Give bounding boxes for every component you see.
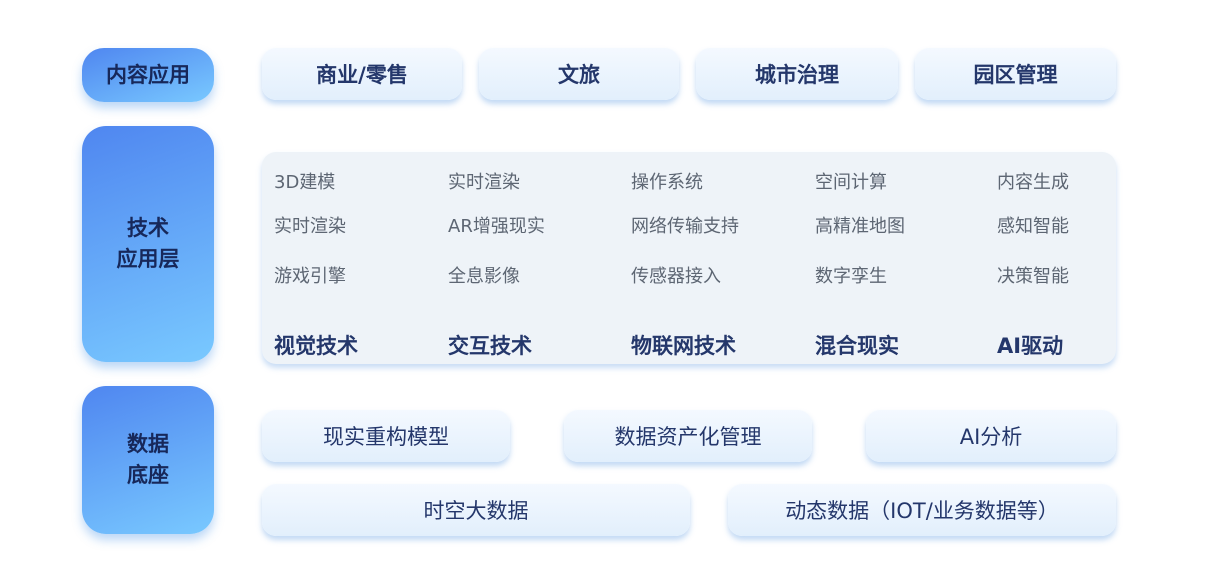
content-layer-label: 内容应用 [82,48,214,102]
content-layer-label-text: 内容应用 [106,62,190,87]
data-item-label: 现实重构模型 [323,425,449,449]
data-item-label: 时空大数据 [423,499,529,523]
data-item-reality-model: 现实重构模型 [262,410,510,462]
tech-panel: 3D建模 实时渲染 游戏引擎 视觉技术 实时渲染 AR增强现实 全息影像 交互技… [262,152,1116,364]
content-item-label: 商业/零售 [316,63,408,87]
content-item-culture-tourism: 文旅 [479,48,679,100]
content-item-label: 园区管理 [973,63,1058,87]
data-item-dynamic: 动态数据（IOT/业务数据等） [728,484,1116,536]
data-layer-label-line1: 数据 [127,432,169,456]
tech-item: 操作系统 [631,172,703,193]
tech-item: 实时渲染 [448,172,520,193]
tech-item: AR增强现实 [448,216,545,237]
tech-item: 3D建模 [274,172,336,193]
data-item-asset-management: 数据资产化管理 [564,410,812,462]
data-item-label: 数据资产化管理 [614,425,762,449]
content-item-city-governance: 城市治理 [696,48,898,100]
tech-column-heading: AI驱动 [997,334,1064,358]
tech-item: 游戏引擎 [274,266,346,287]
tech-layer-label-line2: 应用层 [116,247,180,271]
tech-item: 网络传输支持 [631,216,739,237]
content-item-retail: 商业/零售 [262,48,462,100]
tech-layer-label: 技术 应用层 [82,126,214,362]
tech-item: 实时渲染 [274,216,346,237]
content-item-label: 城市治理 [755,63,839,87]
data-item-spatiotemporal: 时空大数据 [262,484,690,536]
tech-item: 感知智能 [997,216,1069,237]
tech-item: 高精准地图 [815,216,905,237]
tech-item: 传感器接入 [631,266,721,287]
data-item-ai-analysis: AI分析 [866,410,1116,462]
tech-item: 数字孪生 [815,266,887,287]
tech-column-heading: 视觉技术 [274,334,358,358]
tech-item: 全息影像 [448,266,520,287]
tech-item: 空间计算 [815,172,887,193]
content-item-park-management: 园区管理 [915,48,1116,100]
tech-column-heading: 交互技术 [448,334,532,358]
data-item-label: AI分析 [959,425,1023,449]
tech-item: 内容生成 [997,172,1069,193]
data-layer-label: 数据 底座 [82,386,214,534]
tech-column-heading: 物联网技术 [631,334,736,358]
tech-column-heading: 混合现实 [815,334,899,358]
data-layer-label-line2: 底座 [127,463,169,487]
tech-layer-label-line1: 技术 [127,216,169,240]
data-item-label: 动态数据（IOT/业务数据等） [785,499,1059,523]
tech-item: 决策智能 [997,266,1069,287]
content-item-label: 文旅 [558,63,600,87]
